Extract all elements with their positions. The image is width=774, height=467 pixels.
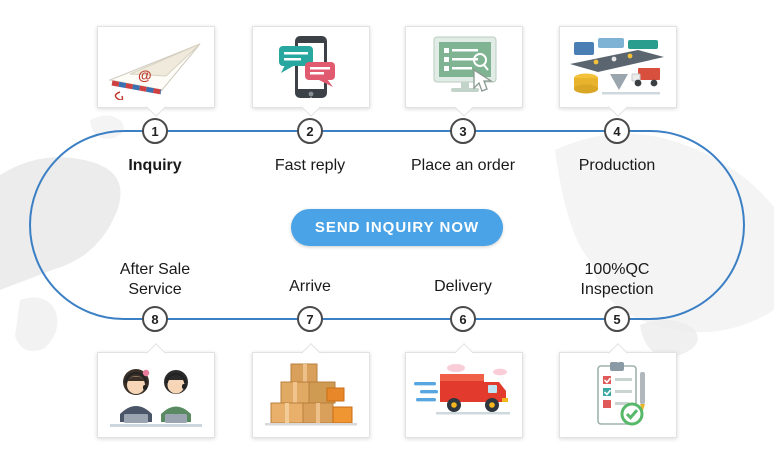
support-team-icon [110,369,202,427]
step-icon-box-place-order [405,26,523,117]
order-screen-icon [433,36,497,92]
step-number-badge: 2 [297,118,323,144]
step-label-delivery: Delivery [434,278,492,295]
step-number-badge: 3 [450,118,476,144]
cargo-boxes-icon [265,363,357,426]
step-label-after-sale-service: After Sale Service [119,261,191,298]
step-icon-box-inquiry: @ [97,26,215,117]
factory-line-icon [570,38,664,95]
phone-chat-icon [279,36,335,98]
step-label-inquiry: Inquiry [128,157,182,174]
process-loop-border [29,130,745,320]
step-number-badge: 4 [604,118,630,144]
step-number-badge: 8 [142,306,168,332]
step-label-place-order: Place an order [410,157,516,174]
step-label-qc-inspection: 100%QC Inspection [580,261,654,298]
step-number-badge: 6 [450,306,476,332]
step-label-arrive: Arrive [289,278,331,295]
step-icon-box-arrive [252,343,370,438]
step-icon-box-fast-reply [252,26,370,117]
step-number-badge: 5 [604,306,630,332]
step-icon-box-after-sale [97,343,215,438]
airmail-paper-plane-icon: @ [108,43,201,100]
qc-checklist-icon [597,362,645,426]
step-icon-box-delivery [405,343,523,438]
step-icon-box-qc [559,343,677,438]
svg-text:@: @ [138,67,152,83]
step-label-production: Production [578,157,656,174]
send-inquiry-button[interactable]: SEND INQUIRY NOW [291,209,503,246]
step-label-fast-reply: Fast reply [274,157,346,174]
step-number-badge: 7 [297,306,323,332]
delivery-truck-icon [414,364,510,415]
step-icon-box-production [559,26,677,117]
step-number-badge: 1 [142,118,168,144]
